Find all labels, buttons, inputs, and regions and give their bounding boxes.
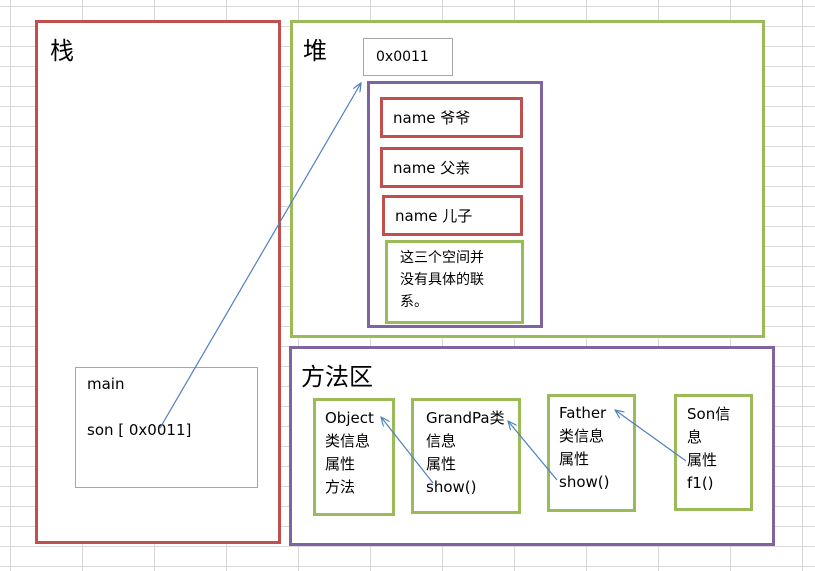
class-son: Son信 息 属性 f1() — [674, 394, 753, 511]
son-variable: son [ 0x0011] — [87, 421, 192, 439]
class-grandpa: GrandPa类 信息 属性 show() — [411, 398, 521, 514]
heap-title: 堆 — [303, 37, 327, 65]
grandpa-to-object-arrow — [381, 417, 434, 484]
heap-field-grandpa: name 爷爷 — [380, 97, 523, 138]
father-to-grandpa-arrow — [508, 421, 558, 481]
main-frame-label: main — [87, 375, 125, 393]
heap-address-box: 0x0011 — [363, 38, 453, 76]
son-to-father-arrow — [615, 410, 687, 462]
reference-arrow — [159, 83, 361, 429]
heap-field-father: name 父亲 — [380, 147, 523, 188]
class-object: Object 类信息 属性 方法 — [313, 398, 395, 516]
stack-title: 栈 — [50, 37, 74, 65]
heap-field-son: name 儿子 — [382, 195, 523, 236]
method-area-title: 方法区 — [301, 363, 373, 391]
heap-note: 这三个空间并 没有具体的联 系。 — [385, 240, 524, 324]
main-frame — [75, 367, 258, 488]
